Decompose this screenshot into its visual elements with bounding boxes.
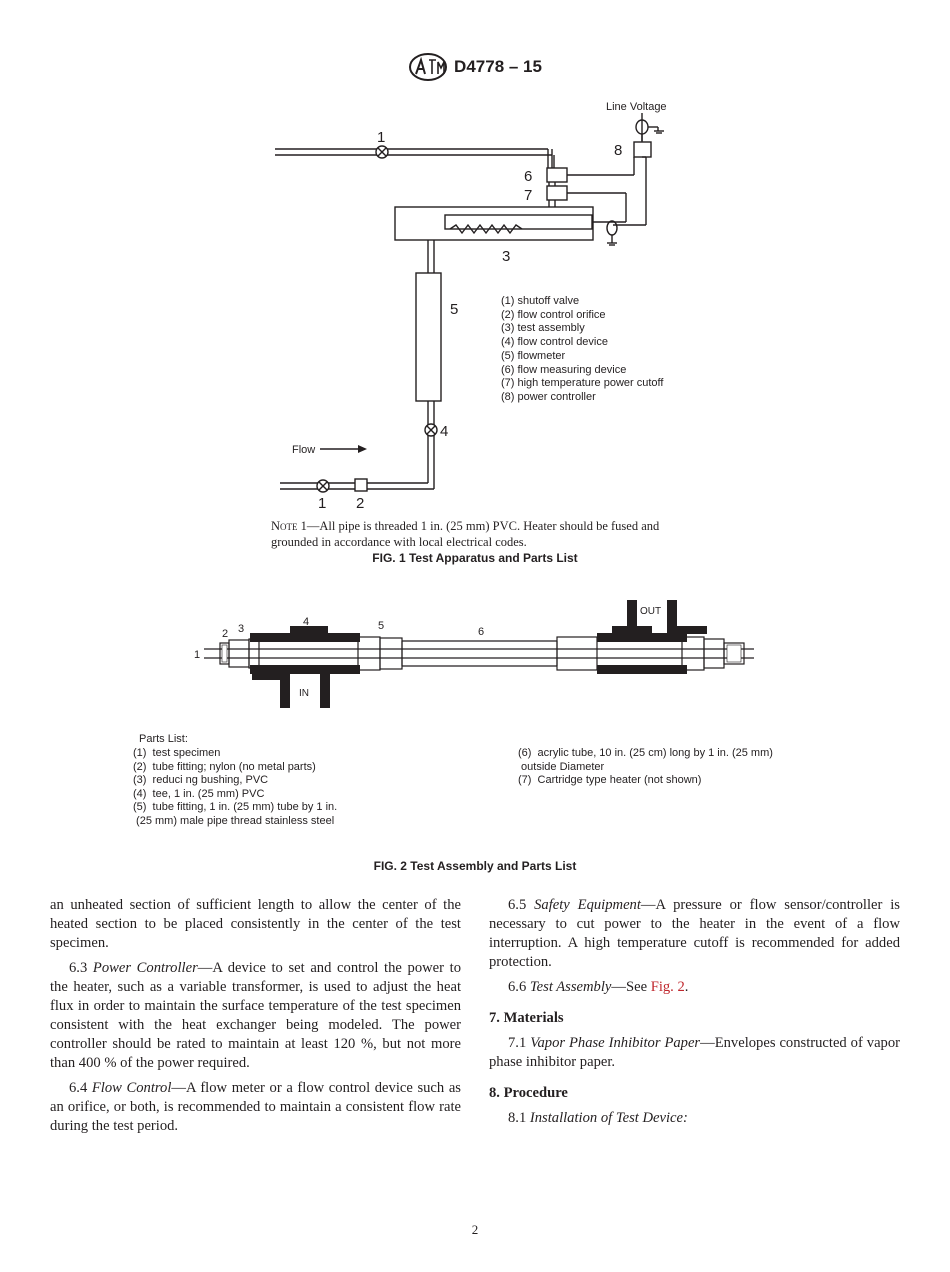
parts-item-8: (8) power controller — [501, 391, 596, 403]
callout-1-top: 1 — [377, 129, 385, 146]
heading-materials: 7. Materials — [489, 1010, 564, 1026]
section-6-5: 6.5 Safety Equipment—A pressure or flow … — [489, 897, 900, 970]
flow-label: Flow — [292, 444, 315, 456]
fig-2-link[interactable]: Fig. 2 — [650, 979, 685, 995]
note-text: 1—All pipe is threaded 1 in. (25 mm) PVC… — [271, 519, 660, 549]
callout-4: 4 — [440, 423, 448, 440]
fig2-label-2: 2 — [222, 628, 228, 640]
page-header: D4778 – 15 — [0, 52, 950, 87]
parts-item-4: (4) flow control device — [501, 336, 608, 348]
fig2-parts-left: (1) test specimen (2) tube fitting; nylo… — [133, 747, 337, 828]
parts-item-5: (5) flowmeter — [501, 350, 566, 362]
section-7-1-title: Vapor Phase Inhibitor Paper — [530, 1035, 701, 1051]
parts-item-2: (2) flow control orifice — [501, 309, 606, 321]
fig2-label-3: 3 — [238, 623, 244, 635]
paragraph-continuation: an unheated section of sufficient length… — [50, 897, 461, 951]
figure-1-caption: FIG. 1 Test Apparatus and Parts List — [372, 551, 578, 565]
parts-item-6: (6) flow measuring device — [501, 364, 626, 376]
fig2-part-6: (6) acrylic tube, 10 in. (25 cm) long by… — [518, 747, 773, 759]
fig2-part-5-cont: (25 mm) male pipe thread stainless steel — [133, 814, 335, 827]
section-8-1-title: Installation of Test Device: — [529, 1110, 688, 1126]
left-column: an unheated section of sufficient length… — [50, 896, 461, 1142]
callout-5: 5 — [450, 301, 458, 318]
right-column: 6.5 Safety Equipment—A pressure or flow … — [489, 896, 900, 1134]
figure-2-diagram: 1 2 3 4 5 6 IN OUT — [194, 600, 754, 708]
section-6-4: 6.4 Flow Control—A flow meter or a flow … — [50, 1080, 461, 1134]
callout-7: 7 — [524, 187, 532, 204]
parts-item-7: (7) high temperature power cutoff — [501, 377, 664, 389]
fig2-part-2: (2) tube fitting; nylon (no metal parts) — [133, 760, 316, 773]
callout-3: 3 — [502, 248, 510, 265]
fig2-part-4: (4) tee, 1 in. (25 mm) PVC — [133, 787, 265, 800]
fig2-parts-title: Parts List: — [139, 733, 188, 745]
callout-8: 8 — [614, 142, 622, 159]
section-6-4-title: Flow Control — [91, 1080, 172, 1096]
callout-2: 2 — [356, 495, 364, 512]
section-6-6: 6.6 Test Assembly—See Fig. 2. — [508, 979, 689, 995]
fig2-parts-right: (6) acrylic tube, 10 in. (25 cm) long by… — [518, 747, 773, 788]
fig2-label-5: 5 — [378, 620, 384, 632]
section-6-5-title: Safety Equipment — [534, 897, 641, 913]
astm-logo-icon — [409, 53, 448, 81]
note-label: Note — [271, 519, 298, 533]
fig2-label-6: 6 — [478, 626, 484, 638]
fig2-label-4: 4 — [303, 616, 309, 628]
figure-2-caption: FIG. 2 Test Assembly and Parts List — [373, 859, 577, 873]
document-id: D4778 – 15 — [454, 57, 542, 76]
fig2-part-7: (7) Cartridge type heater (not shown) — [518, 774, 702, 786]
section-8-1: 8.1 Installation of Test Device: — [508, 1110, 688, 1126]
line-voltage-label: Line Voltage — [606, 101, 667, 113]
parts-item-1: (1) shutoff valve — [501, 295, 579, 307]
heading-procedure: 8. Procedure — [489, 1085, 568, 1101]
callout-1-bottom: 1 — [318, 495, 326, 512]
fig2-part-5: (5) tube fitting, 1 in. (25 mm) tube by … — [133, 801, 338, 813]
page-number: 2 — [471, 1222, 479, 1237]
section-6-3: 6.3 Power Controller—A device to set and… — [50, 960, 462, 1071]
parts-item-3: (3) test assembly — [501, 322, 585, 334]
section-7-1: 7.1 Vapor Phase Inhibitor Paper—Envelope… — [489, 1035, 900, 1070]
fig2-label-out: OUT — [640, 606, 661, 617]
fig2-label-1: 1 — [194, 649, 200, 661]
fig2-part-3: (3) reduci ng bushing, PVC — [133, 774, 269, 786]
figure-1-note: Note 1—All pipe is threaded 1 in. (25 mm… — [271, 518, 691, 550]
fig2-part-6-cont: outside Diameter — [518, 760, 605, 773]
callout-6: 6 — [524, 168, 532, 185]
fig2-label-in: IN — [299, 688, 309, 699]
fig2-part-1: (1) test specimen — [133, 747, 221, 759]
section-6-3-title: Power Controller — [92, 960, 198, 976]
section-6-6-title: Test Assembly — [529, 979, 612, 995]
figure-1-diagram: Line Voltage Flow 1 6 7 8 3 5 4 1 2 (1) … — [275, 101, 667, 512]
